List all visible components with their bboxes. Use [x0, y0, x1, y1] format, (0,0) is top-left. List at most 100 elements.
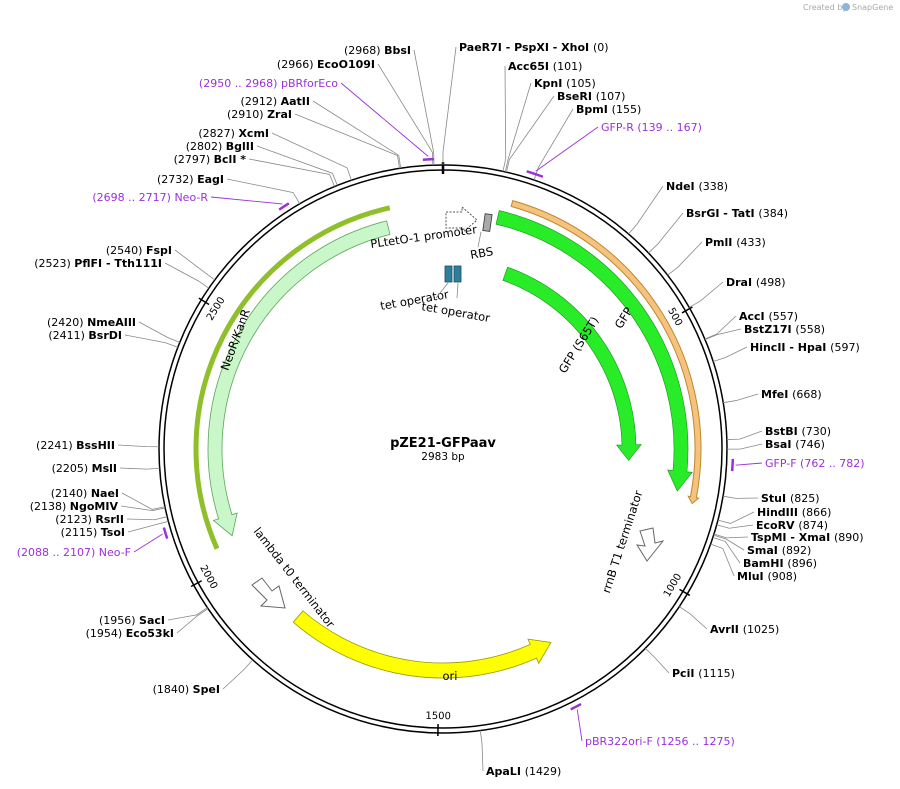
site-name: BssHII [76, 439, 115, 452]
tick-label-1500: 1500 [425, 711, 451, 722]
label-tet-operator-2: tet operator [420, 299, 491, 325]
primer-label: (2950 .. 2968) pBRforEco [199, 77, 338, 90]
site-name: DraI [726, 276, 756, 289]
site-leader [712, 537, 741, 564]
primer-label: (2698 .. 2717) Neo-R [92, 191, 208, 204]
site-position: (433) [736, 236, 766, 249]
primer-leader [576, 709, 583, 742]
brand-name: SnapGene [852, 3, 893, 12]
site-position: (2802) [186, 140, 226, 153]
site-leader [704, 328, 742, 340]
site-name: AatII [281, 95, 310, 108]
site-leader [174, 249, 216, 281]
feature-rrnb-terminator-arrow [636, 527, 665, 562]
site-position: (2797) [174, 153, 214, 166]
rbs-leader [477, 231, 482, 248]
site-position: (892) [782, 544, 812, 557]
site-leader [248, 158, 335, 187]
feature-neor-kanr-arrow [207, 220, 391, 537]
site-label: MfeI (668) [761, 388, 822, 401]
site-leader [506, 95, 555, 173]
site-position: (155) [612, 103, 642, 116]
site-leader [126, 516, 168, 521]
tet-operator-1-leader [435, 282, 449, 299]
feature-gfp-s65t-arrow [502, 266, 642, 461]
site-leader [726, 430, 763, 440]
feature-gfp-arrow [495, 210, 693, 492]
site-leader [667, 241, 703, 276]
site-name: BseRI [557, 90, 596, 103]
site-position: (2912) [241, 95, 281, 108]
site-position: (825) [790, 492, 820, 505]
site-label: (2140) NaeI [51, 487, 119, 500]
site-label: Acc65I (101) [508, 60, 582, 73]
site-position: (874) [798, 519, 828, 532]
site-name: HincII - HpaI [750, 341, 830, 354]
label-lambda-terminator: lambda t0 terminator [251, 525, 338, 631]
site-position: (2732) [157, 173, 197, 186]
site-leader [121, 492, 166, 510]
primer-leader [210, 196, 283, 205]
site-name: BstZ17I [744, 323, 795, 336]
site-labels: PaeR7I - PspXI - XhoI (0)Acc65I (101)Kpn… [30, 41, 864, 778]
site-name: MfeI [761, 388, 792, 401]
site-position: (597) [830, 341, 860, 354]
primer-marks [133, 82, 763, 742]
site-position: (384) [758, 207, 788, 220]
site-leader [648, 212, 684, 254]
site-leader [176, 608, 209, 634]
label-ori: ori [443, 669, 458, 683]
site-position: (338) [698, 180, 728, 193]
site-leader [271, 132, 352, 181]
site-position: (2140) [51, 487, 91, 500]
feature-arrows [193, 199, 702, 679]
site-label: (2966) EcoO109I [277, 58, 375, 71]
site-name: SacI [139, 614, 165, 627]
site-name: RsrII [95, 513, 124, 526]
site-position: (2115) [61, 526, 101, 539]
site-name: NmeAIII [87, 316, 136, 329]
site-leader [502, 65, 507, 172]
site-name: MluI [737, 570, 767, 583]
feature-ori-arrow [292, 610, 552, 679]
site-label: (1954) Eco53kI [86, 627, 174, 640]
site-position: (105) [566, 77, 596, 90]
site-name: BamHI [743, 557, 787, 570]
site-position: (2966) [277, 58, 317, 71]
site-position: (866) [802, 506, 832, 519]
site-label: SmaI (892) [747, 544, 811, 557]
site-label: StuI (825) [761, 492, 820, 505]
site-leader [138, 321, 180, 343]
site-label: PaeR7I - PspXI - XhoI (0) [459, 41, 609, 54]
site-leader [413, 49, 435, 166]
site-label: PciI (1115) [672, 667, 735, 680]
primer-label: pBR322ori-F (1256 .. 1275) [585, 735, 735, 748]
site-leader [533, 108, 574, 181]
primer-label: GFP-R (139 .. 167) [601, 121, 702, 134]
site-leader [377, 63, 434, 166]
site-label: BsaI (746) [765, 438, 825, 451]
site-leader [294, 113, 400, 169]
site-position: (2123) [55, 513, 95, 526]
site-leader [117, 444, 160, 448]
site-label: (2540) FspI [106, 244, 172, 257]
primer-mark [570, 702, 582, 711]
site-position: (557) [768, 310, 798, 323]
feature-rbs-box [482, 213, 493, 232]
site-label: (1956) SacI [99, 614, 165, 627]
plasmid-size: 2983 bp [421, 451, 465, 463]
site-position: (2523) [34, 257, 74, 270]
primer-leader [735, 462, 763, 466]
site-name: StuI [761, 492, 790, 505]
plasmid-name: pZE21-GFPaav [390, 436, 496, 451]
site-label: (2241) BssHII [36, 439, 115, 452]
primer-mark [730, 458, 735, 472]
site-leader [628, 185, 664, 235]
site-leader [479, 730, 484, 772]
site-name: XcmI [238, 127, 269, 140]
site-name: BsrGI - TatI [686, 207, 758, 220]
site-name: NdeI [666, 180, 698, 193]
site-position: (107) [596, 90, 626, 103]
site-position: (746) [795, 438, 825, 451]
tick-2000 [190, 580, 202, 588]
